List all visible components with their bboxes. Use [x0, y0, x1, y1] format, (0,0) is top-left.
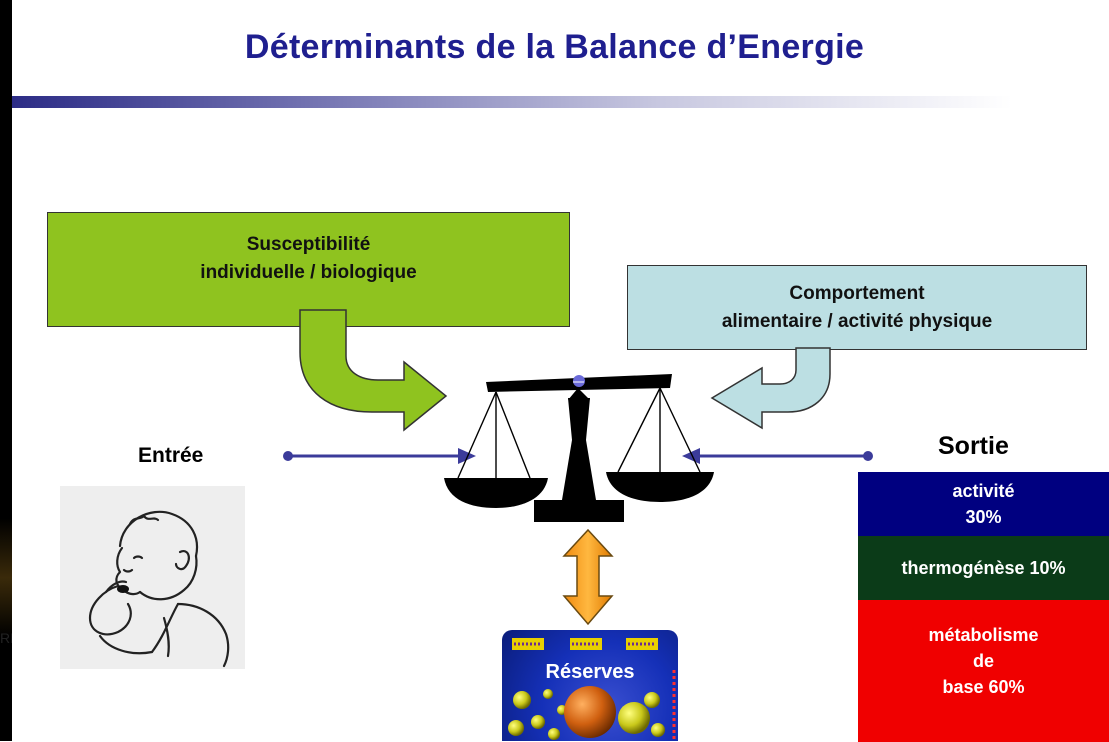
title-underline-bar — [12, 96, 1012, 108]
sortie-label: Sortie — [938, 432, 1009, 460]
double-arrow-icon — [562, 528, 614, 626]
left-edge-strip — [0, 0, 12, 741]
behavior-line1: Comportement — [789, 282, 925, 304]
page-title: Déterminants de la Balance d’Energie — [244, 28, 865, 66]
behavior-line2: alimentaire / activité physique — [721, 310, 993, 332]
side-text-fragment: RI — [0, 630, 12, 646]
metabolism-line2: de — [972, 651, 994, 671]
susceptibility-line1: Susceptibilité — [246, 234, 371, 255]
activity-percent: 30% — [965, 507, 1002, 527]
reserves-label: Réserves — [545, 661, 635, 683]
susceptibility-line2: individuelle / biologique — [200, 262, 417, 283]
balance-scale-icon — [444, 374, 714, 522]
energy-reserves-box: Réserves — [502, 630, 678, 741]
energy-output-stack: activité 30% thermogénèse 10% métabolism… — [858, 472, 1109, 742]
green-curved-arrow — [299, 309, 448, 432]
activity-label: activité — [952, 481, 1015, 501]
fat-cells-icon — [508, 638, 676, 741]
behavior-box: Comportement alimentaire / activité phys… — [627, 265, 1087, 350]
basal-metabolism-bar: métabolisme de base 60% — [858, 600, 1109, 742]
thermogenesis-label: thermogénèse 10% — [901, 558, 1066, 578]
child-eating-sketch — [60, 486, 245, 669]
entree-label: Entrée — [138, 444, 204, 467]
susceptibility-box: Susceptibilité individuelle / biologique — [47, 212, 570, 327]
blue-curved-arrow — [710, 347, 831, 430]
input-connector-line — [283, 448, 476, 464]
thermogenesis-bar: thermogénèse 10% — [858, 536, 1109, 600]
activity-bar: activité 30% — [858, 472, 1109, 536]
metabolism-line3: base 60% — [942, 677, 1025, 697]
metabolism-line1: métabolisme — [928, 625, 1039, 645]
output-connector-line — [682, 448, 873, 464]
